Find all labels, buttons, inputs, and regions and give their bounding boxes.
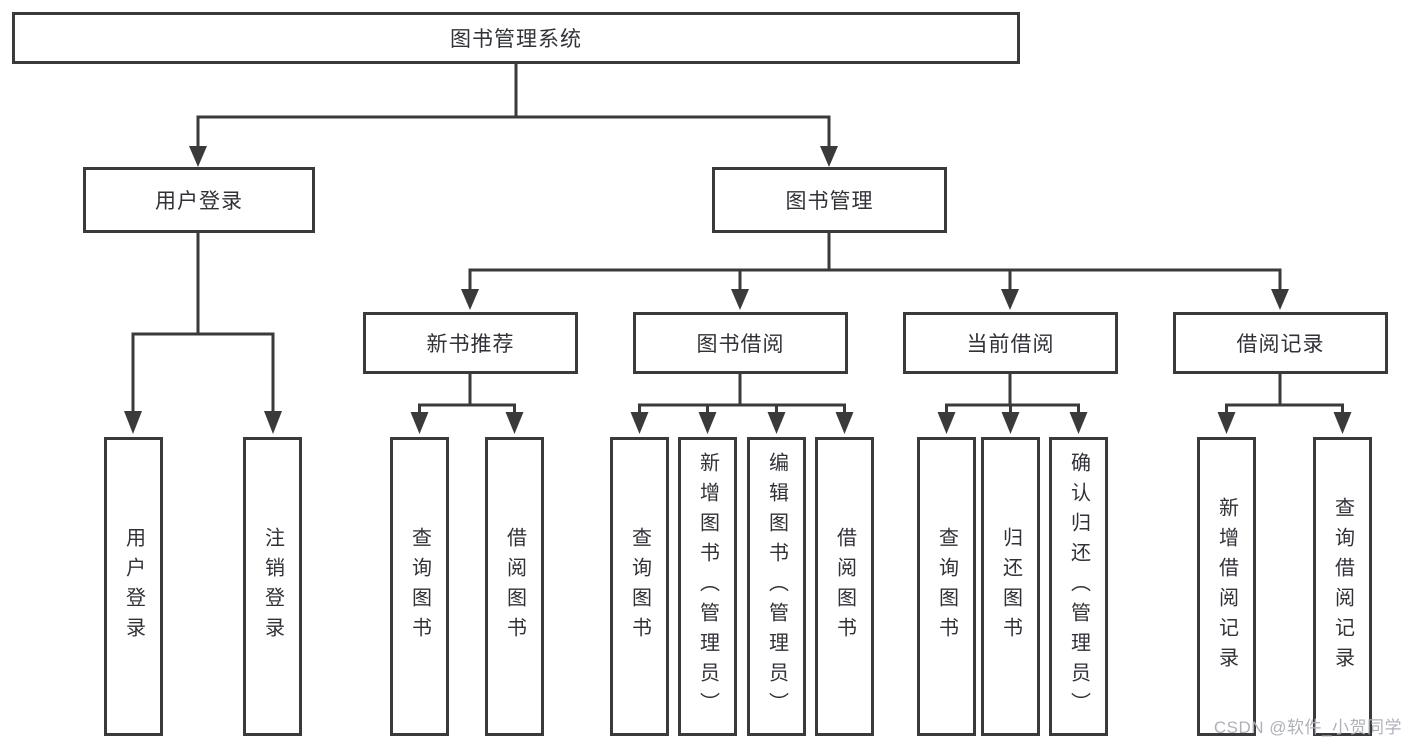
node-current-borrowing: 当前借阅 [903, 312, 1118, 374]
node-library-management-system: 图书管理系统 [12, 12, 1020, 64]
arrowheads [124, 146, 1352, 434]
leaf-query-books-recommend-label: 查询图书 [408, 526, 431, 647]
leaf-edit-book-admin: 编辑图书（管理员） [747, 437, 806, 736]
leaf-query-books-borrowing-label: 查询图书 [628, 526, 651, 647]
node-user-login-label: 用户登录 [155, 190, 243, 213]
leaf-confirm-return-admin: 确认归还（管理员） [1049, 437, 1108, 736]
node-book-management-label: 图书管理 [785, 190, 874, 213]
node-borrowing-records: 借阅记录 [1173, 312, 1388, 374]
node-user-login: 用户登录 [83, 167, 315, 233]
leaf-add-book-admin: 新增图书（管理员） [678, 437, 737, 736]
node-current-borrowing-label: 当前借阅 [966, 333, 1055, 356]
leaf-query-books-borrowing: 查询图书 [610, 437, 669, 736]
leaf-borrow-books-borrowing-label: 借阅图书 [833, 526, 856, 647]
node-book-management: 图书管理 [712, 167, 947, 233]
leaf-confirm-return-admin-label: 确认归还（管理员） [1067, 451, 1090, 722]
leaf-borrow-books-recommend: 借阅图书 [485, 437, 544, 736]
watermark: CSDN @软件_小贺同学 [1213, 718, 1402, 737]
node-borrowing-records-label: 借阅记录 [1236, 333, 1325, 356]
leaf-query-borrow-record: 查询借阅记录 [1313, 437, 1372, 736]
leaf-logout: 注销登录 [243, 437, 302, 736]
node-library-management-system-label: 图书管理系统 [450, 28, 582, 51]
leaf-add-borrow-record: 新增借阅记录 [1197, 437, 1256, 736]
leaf-user-login-label: 用户登录 [122, 526, 145, 647]
leaf-query-books-current-label: 查询图书 [935, 526, 958, 647]
leaf-edit-book-admin-label: 编辑图书（管理员） [765, 451, 788, 722]
leaf-borrow-books-borrowing: 借阅图书 [815, 437, 874, 736]
node-book-borrowing-label: 图书借阅 [696, 333, 785, 356]
leaf-query-books-current: 查询图书 [917, 437, 976, 736]
leaf-user-login: 用户登录 [104, 437, 163, 736]
node-book-borrowing: 图书借阅 [633, 312, 848, 374]
node-new-book-recommendation-label: 新书推荐 [426, 333, 515, 356]
leaf-add-book-admin-label: 新增图书（管理员） [696, 451, 719, 722]
leaf-borrow-books-recommend-label: 借阅图书 [503, 526, 526, 647]
leaf-query-borrow-record-label: 查询借阅记录 [1331, 496, 1354, 677]
leaf-query-books-recommend: 查询图书 [390, 437, 449, 736]
leaf-logout-label: 注销登录 [261, 526, 284, 647]
leaf-return-books: 归还图书 [981, 437, 1040, 736]
leaf-add-borrow-record-label: 新增借阅记录 [1215, 496, 1238, 677]
leaf-return-books-label: 归还图书 [999, 526, 1022, 647]
node-new-book-recommendation: 新书推荐 [363, 312, 578, 374]
